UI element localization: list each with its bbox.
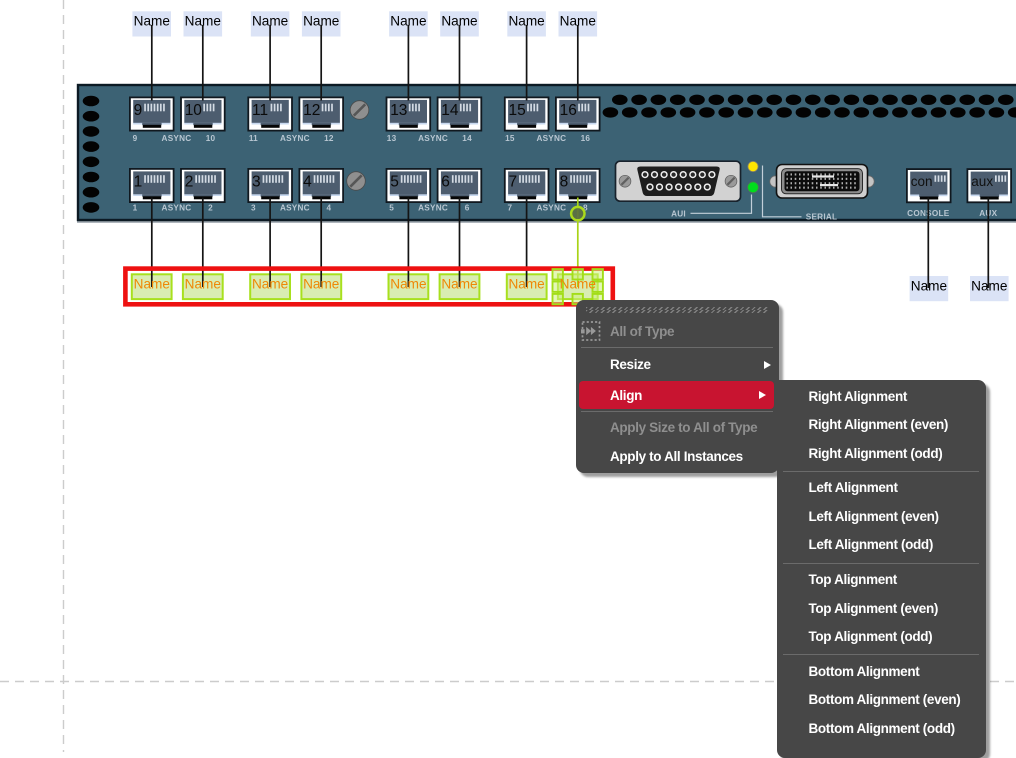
svg-text:4: 4 — [326, 204, 331, 213]
svg-text:5: 5 — [389, 204, 394, 213]
svg-text:15: 15 — [505, 134, 515, 143]
svg-text:SERIAL: SERIAL — [806, 212, 838, 221]
svg-text:Name: Name — [390, 14, 426, 29]
svg-text:con: con — [911, 174, 933, 189]
svg-text:10: 10 — [206, 134, 216, 143]
svg-text:10: 10 — [185, 102, 203, 119]
svg-text:ASYNC: ASYNC — [162, 134, 192, 143]
svg-text:13: 13 — [390, 102, 407, 119]
svg-text:Name: Name — [390, 276, 426, 291]
svg-text:12: 12 — [324, 134, 334, 143]
svg-text:ASYNC: ASYNC — [280, 134, 310, 143]
svg-text:2: 2 — [208, 204, 213, 213]
svg-text:7: 7 — [509, 173, 518, 190]
svg-text:Name: Name — [134, 276, 170, 291]
svg-text:11: 11 — [252, 102, 268, 119]
svg-text:Name: Name — [303, 276, 339, 291]
svg-text:9: 9 — [134, 102, 143, 119]
svg-text:Name: Name — [508, 276, 544, 291]
svg-text:8: 8 — [560, 173, 569, 190]
svg-text:ASYNC: ASYNC — [536, 204, 566, 213]
svg-text:Name: Name — [971, 278, 1007, 293]
svg-text:15: 15 — [509, 102, 526, 119]
svg-text:Name: Name — [252, 276, 288, 291]
svg-text:Name: Name — [560, 276, 596, 291]
svg-text:11: 11 — [249, 134, 258, 143]
svg-text:14: 14 — [441, 102, 459, 119]
svg-text:7: 7 — [507, 204, 512, 213]
svg-text:ASYNC: ASYNC — [418, 134, 448, 143]
svg-text:ASYNC: ASYNC — [536, 134, 566, 143]
svg-text:9: 9 — [133, 134, 138, 143]
svg-text:3: 3 — [251, 204, 256, 213]
svg-text:Name: Name — [252, 14, 288, 29]
svg-text:1: 1 — [133, 204, 138, 213]
svg-text:Name: Name — [911, 278, 947, 293]
svg-text:Name: Name — [560, 14, 596, 29]
svg-text:4: 4 — [303, 173, 312, 190]
svg-text:Name: Name — [441, 14, 477, 29]
svg-text:1: 1 — [134, 173, 143, 190]
svg-text:AUI: AUI — [671, 209, 686, 218]
svg-text:Name: Name — [185, 14, 221, 29]
svg-text:16: 16 — [560, 102, 577, 119]
svg-text:Name: Name — [508, 14, 544, 29]
svg-text:5: 5 — [390, 173, 399, 190]
svg-text:3: 3 — [252, 173, 261, 190]
svg-text:Name: Name — [303, 14, 339, 29]
svg-text:ASYNC: ASYNC — [162, 204, 192, 213]
svg-text:6: 6 — [441, 173, 450, 190]
svg-text:Name: Name — [134, 14, 170, 29]
svg-text:12: 12 — [303, 102, 320, 119]
svg-text:8: 8 — [583, 204, 588, 213]
svg-text:ASYNC: ASYNC — [280, 204, 310, 213]
svg-text:ASYNC: ASYNC — [418, 204, 448, 213]
svg-text:Name: Name — [441, 276, 477, 291]
svg-text:14: 14 — [462, 134, 472, 143]
svg-text:13: 13 — [387, 134, 397, 143]
svg-text:Name: Name — [185, 276, 221, 291]
svg-text:aux: aux — [971, 174, 993, 189]
svg-text:6: 6 — [465, 204, 470, 213]
svg-text:16: 16 — [581, 134, 591, 143]
svg-text:2: 2 — [185, 173, 194, 190]
